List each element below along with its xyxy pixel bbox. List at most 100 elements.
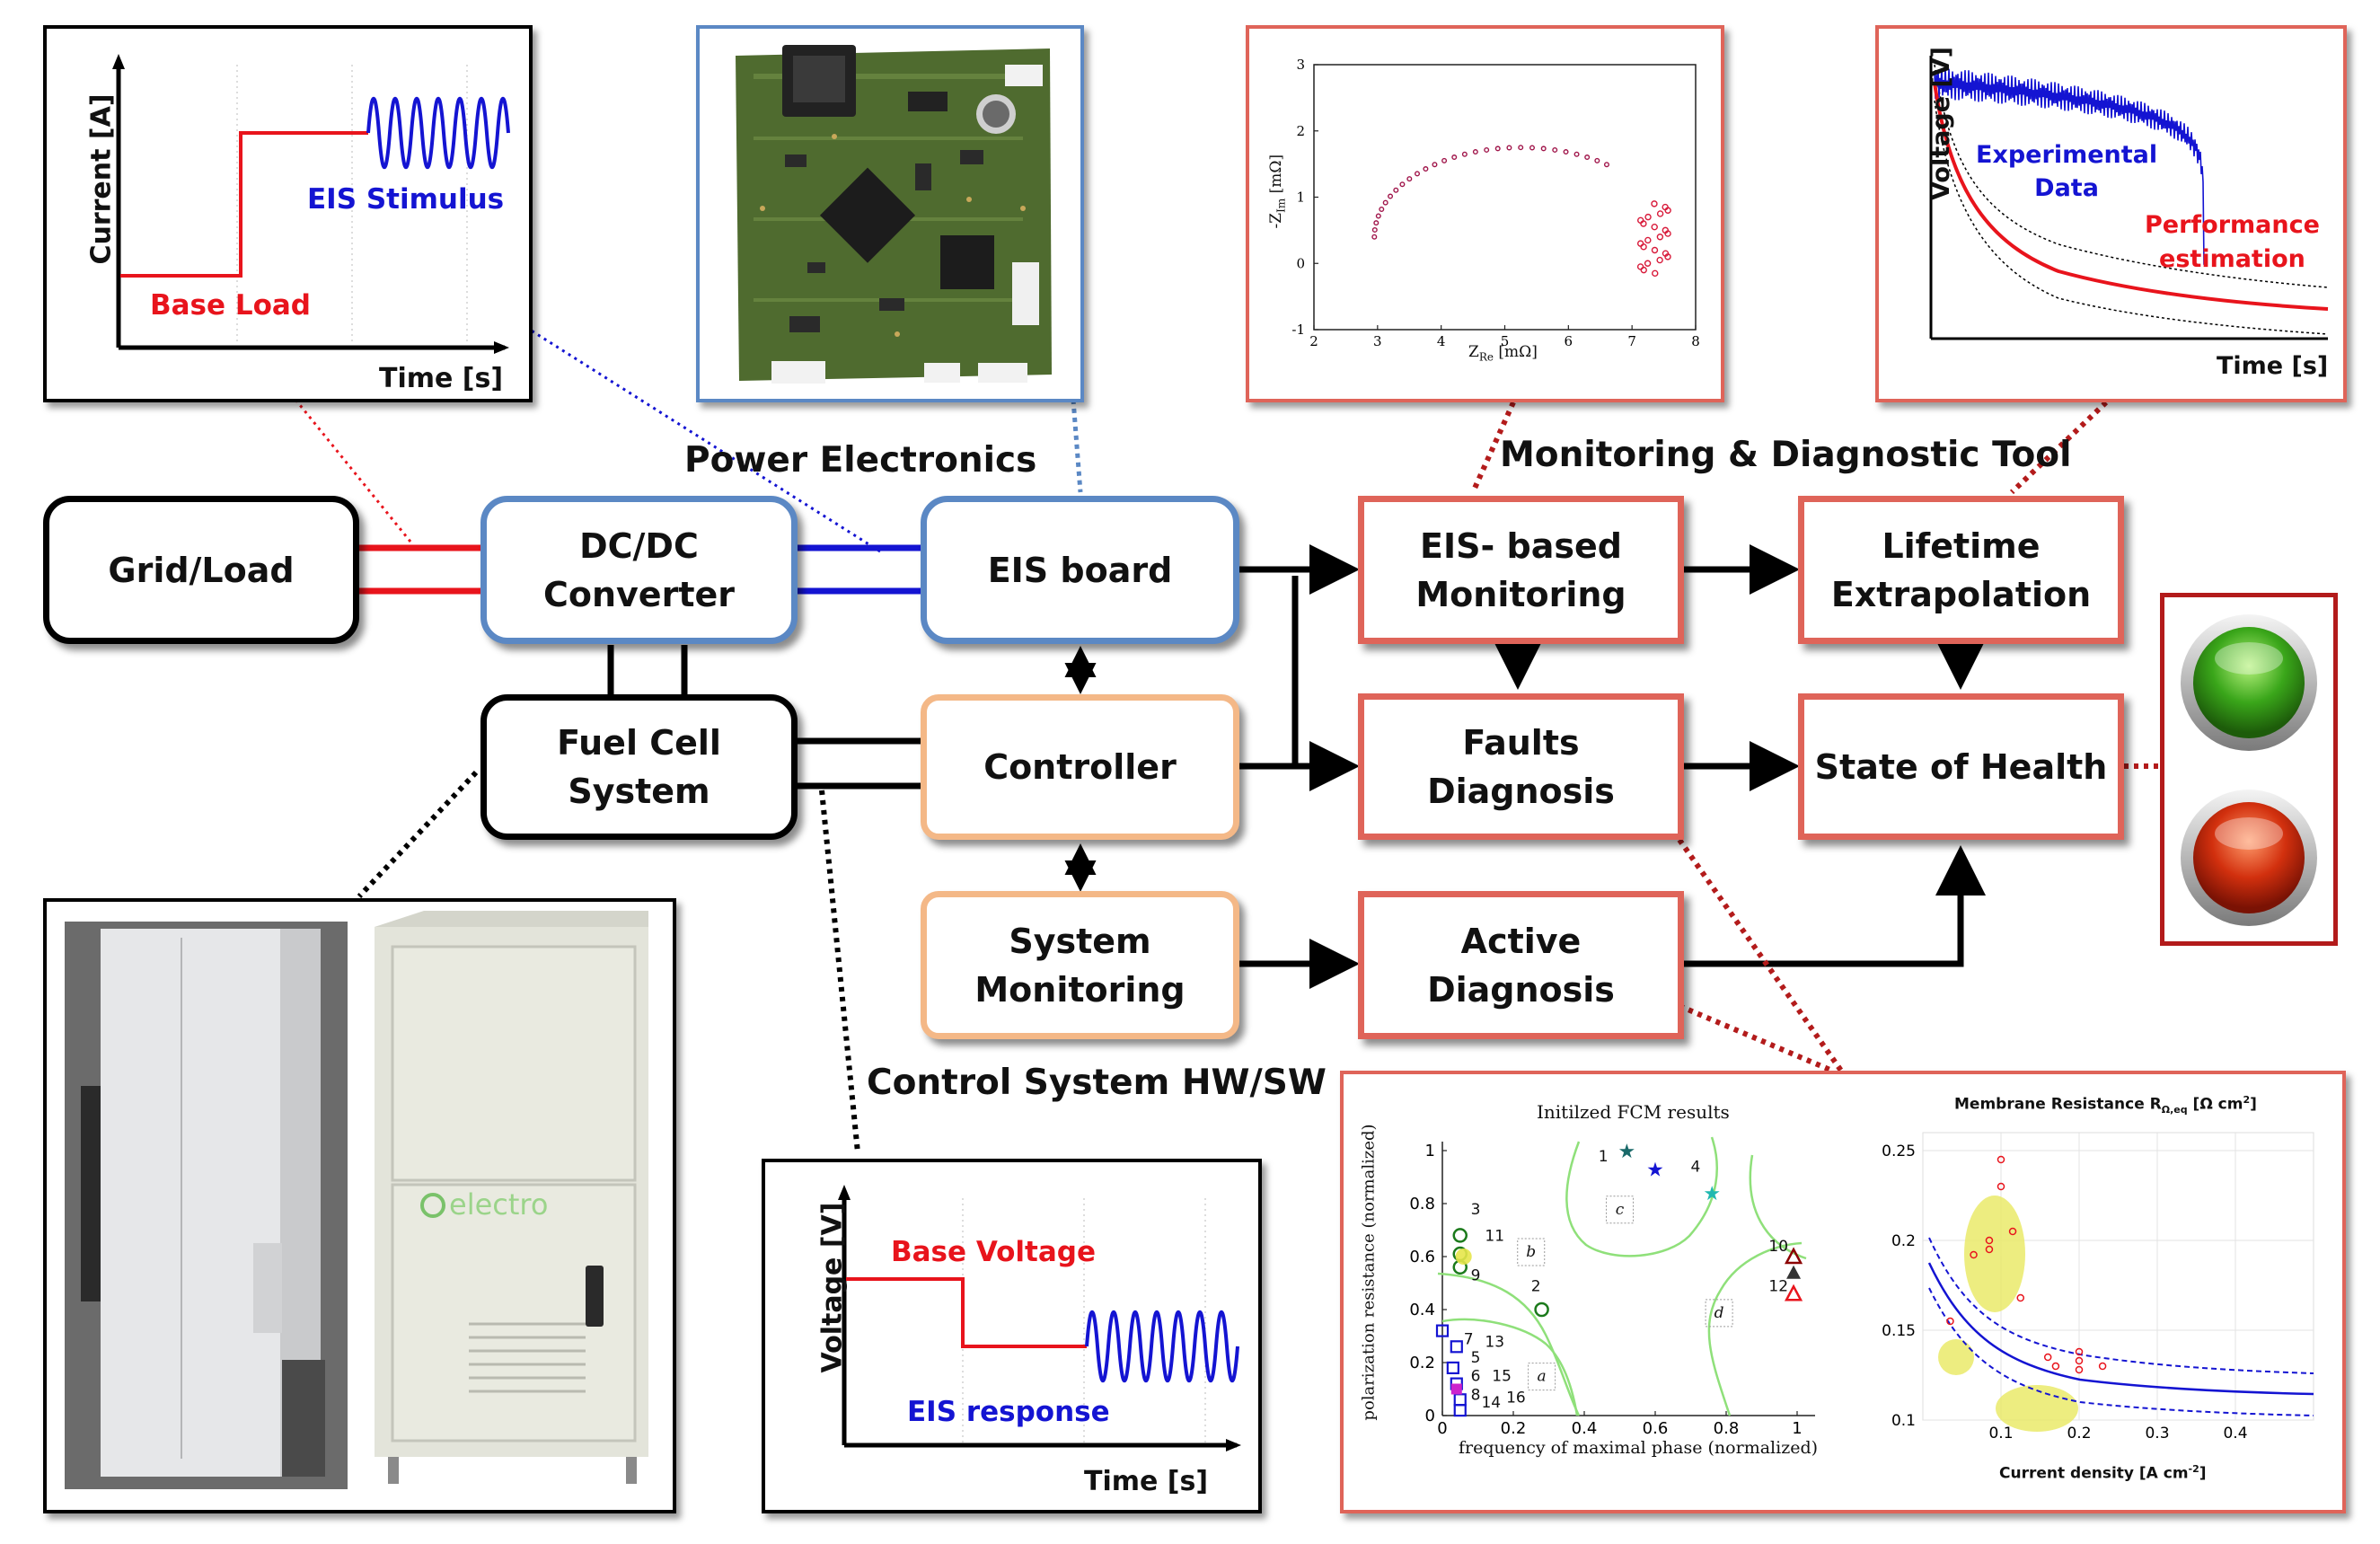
fcm-xtick: 0.4 [1572, 1419, 1598, 1438]
node-state-of-health[interactable]: State of Health [1798, 693, 2124, 840]
fcm-point-label: 6 [1471, 1368, 1481, 1386]
fcm-point-label: 8 [1471, 1386, 1481, 1404]
fcm-point-label: 10 [1768, 1238, 1788, 1256]
nyquist-point [1441, 157, 1448, 163]
dcdc-fuelcell-lines [607, 645, 688, 696]
fcm-cluster-label: c [1616, 1201, 1625, 1219]
nyquist-point [1656, 234, 1664, 241]
fcm-point-label: 14 [1481, 1394, 1501, 1412]
nyquist-xtick: 7 [1627, 333, 1636, 349]
node-lifetime-extrapolation[interactable]: Lifetime Extrapolation [1798, 496, 2124, 644]
nyquist-point [1644, 236, 1652, 244]
fcm-point-label: 12 [1768, 1277, 1788, 1295]
node-active-diagnosis[interactable]: Active Diagnosis [1358, 891, 1684, 1039]
node-grid-load[interactable]: Grid/Load [43, 496, 359, 644]
fcm-title: Initilzed FCM results [1537, 1101, 1730, 1123]
membrane-xtick: 0.3 [2145, 1425, 2169, 1443]
nyquist-point [1432, 162, 1438, 168]
membrane-point [1997, 1182, 2005, 1191]
current-xlabel: Time [s] [379, 363, 504, 394]
nyquist-point [1640, 243, 1647, 251]
nyquist-point [1664, 253, 1671, 260]
nyquist-point [1379, 206, 1385, 212]
fcm-point-label: 7 [1464, 1330, 1474, 1348]
membrane-ytick: 0.1 [1891, 1412, 1916, 1430]
fcm-xtick: 0.6 [1643, 1419, 1669, 1438]
nyquist-point [1594, 157, 1600, 163]
fcm-point [1455, 1248, 1472, 1265]
nyquist-point [1461, 151, 1468, 157]
panel-fuel-cell-cabinet: electro [43, 898, 676, 1513]
nyquist-point [1644, 260, 1652, 267]
node-eis-based-monitoring[interactable]: EIS- based Monitoring [1358, 496, 1684, 644]
fuelcell-controller-lines [798, 737, 921, 790]
membrane-highlight-ellipses [1938, 1195, 2078, 1432]
fcm-point-label: 11 [1485, 1227, 1504, 1245]
nyquist-point [1472, 149, 1478, 155]
fcm-point [1452, 1228, 1468, 1243]
node-controller-label: Controller [983, 747, 1177, 787]
fcm-ylabel: polarization resistance (normalized) [1359, 1124, 1379, 1421]
nyquist-point [1652, 269, 1659, 278]
nyquist-point [1651, 223, 1658, 231]
dcdc-eis-signal-lines [798, 544, 921, 595]
fcm-ytick: 1 [1425, 1142, 1435, 1160]
green-light-icon [2181, 614, 2317, 751]
cabinet-brand-label: electro [449, 1187, 549, 1222]
monitoring-tool-label: Monitoring & Diagnostic Tool [1500, 435, 2072, 475]
fcm-point: ★ [1618, 1141, 1636, 1163]
nyquist-xtick: 3 [1373, 333, 1382, 349]
nyquist-point [1373, 220, 1380, 226]
nyquist-point [1664, 207, 1671, 214]
node-system-monitoring[interactable]: System Monitoring [921, 891, 1239, 1039]
nyquist-ytick: 3 [1296, 57, 1305, 73]
node-grid-load-label: Grid/Load [108, 550, 295, 590]
nyquist-point [1651, 246, 1659, 254]
fcm-xtick: 0.2 [1501, 1419, 1527, 1438]
nyquist-xlabel: ZRe [mΩ] [1468, 343, 1538, 364]
nyquist-point [1371, 226, 1378, 233]
membrane-point [1985, 1236, 1994, 1245]
fcm-ytick: 0.6 [1409, 1248, 1435, 1266]
node-eis-board[interactable]: EIS board [921, 496, 1239, 644]
nyquist-point [1451, 154, 1458, 161]
nyquist-ytick: -1 [1291, 322, 1305, 338]
membrane-xtick: 0.2 [2067, 1425, 2091, 1443]
fcm-point [1435, 1324, 1450, 1337]
node-controller[interactable]: Controller [921, 694, 1239, 840]
node-faults-diagnosis[interactable]: Faults Diagnosis [1358, 693, 1684, 840]
nyquist-point [1603, 162, 1609, 168]
fcm-point-label: 9 [1471, 1267, 1481, 1285]
nyquist-xtick: 8 [1691, 333, 1700, 349]
nyquist-point [1415, 171, 1421, 177]
node-eis-based-monitoring-label: EIS- based Monitoring [1415, 525, 1626, 614]
node-dcdc-converter[interactable]: DC/DC Converter [480, 496, 798, 644]
nyquist-point [1540, 146, 1547, 152]
membrane-ytick: 0.25 [1882, 1143, 1916, 1160]
membrane-title: Membrane Resistance RΩ,eq [Ω cm2] [1954, 1094, 2257, 1116]
experimental-data-label: Experimental Data [1976, 141, 2158, 202]
node-fuel-cell-system[interactable]: Fuel Cell System [480, 694, 798, 840]
membrane-point [2051, 1362, 2060, 1371]
membrane-point [2075, 1356, 2084, 1365]
lifetime-plot [1929, 56, 2329, 340]
node-eis-board-label: EIS board [987, 550, 1173, 590]
performance-estimation-label: Performance estimation [2145, 211, 2320, 273]
node-fuel-cell-system-label: Fuel Cell System [557, 723, 721, 811]
lifetime-xlabel: Time [s] [2217, 352, 2329, 380]
fcm-point [1784, 1247, 1803, 1265]
membrane-ytick: 0.2 [1891, 1232, 1916, 1250]
performance-estimation-trace [1933, 82, 2329, 311]
current-ylabel: Current [A] [85, 93, 118, 265]
nyquist-point [1406, 176, 1413, 182]
fcm-ytick: 0 [1425, 1407, 1435, 1425]
fcm-point-label: 4 [1691, 1159, 1701, 1177]
nyquist-point [1573, 151, 1580, 157]
panel-eis-board-photo [696, 25, 1084, 402]
nyquist-point [1552, 146, 1558, 153]
nyquist-ytick: 1 [1296, 190, 1305, 206]
fcm-point-label: 1 [1599, 1148, 1609, 1166]
